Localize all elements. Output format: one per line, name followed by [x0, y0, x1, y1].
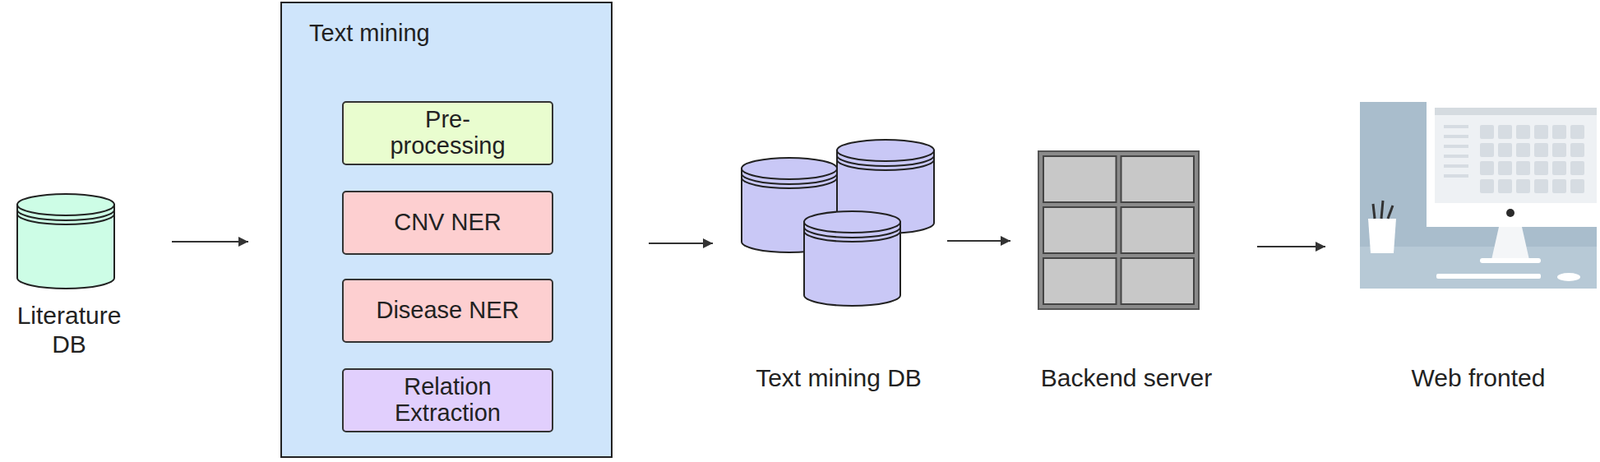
labelled-shape: Web fronted: [1359, 98, 1597, 399]
illustration-part: [1038, 151, 1199, 310]
server-grid: [1038, 151, 1199, 310]
illustration-part: [1043, 156, 1117, 203]
illustration-part: [1443, 124, 1469, 129]
illustration-part: [1534, 124, 1549, 139]
illustration-part: [1552, 161, 1567, 176]
illustration-part: [1498, 143, 1513, 158]
illustration-part: [1516, 124, 1531, 139]
illustration-part: [1443, 144, 1469, 148]
node-label: CNV NER: [393, 209, 502, 236]
illustration-part: [1516, 161, 1531, 176]
illustration-part: [1443, 134, 1469, 139]
node-label: Disease NER: [375, 297, 519, 324]
illustration-part: [1552, 143, 1567, 158]
process-box: CNV NER: [342, 190, 554, 255]
labelled-shape: Text mining DB: [731, 135, 946, 399]
node-label: Text mining DB: [731, 363, 946, 393]
node-label: Text mining: [309, 19, 431, 47]
illustration-part: [1498, 124, 1513, 139]
illustration-part: [804, 211, 901, 233]
node-label: Web fronted: [1359, 363, 1597, 393]
computer-illustration: [1359, 101, 1597, 289]
illustration-part: [1491, 226, 1530, 260]
illustration-part: [1381, 200, 1383, 219]
illustration-part: [1506, 208, 1515, 218]
illustration-part: [1498, 161, 1513, 176]
illustration-part: [1570, 143, 1585, 158]
illustration-part: [1121, 207, 1195, 254]
flow-arrow: [648, 242, 713, 245]
node-label: Relation Extraction: [378, 374, 518, 427]
flow-arrow: [171, 240, 249, 243]
process-box: Disease NER: [342, 278, 554, 343]
illustration-part: [1534, 161, 1549, 176]
illustration-part: [1570, 179, 1585, 194]
database-cylinder: [17, 194, 115, 289]
illustration-part: [1434, 107, 1597, 116]
node-label: Backend server: [1027, 363, 1226, 393]
illustration-part: [741, 157, 837, 180]
illustration-part: [1373, 203, 1375, 219]
illustration-part: [1121, 156, 1195, 203]
flow-arrow: [1257, 245, 1326, 248]
illustration-part: [1426, 101, 1597, 227]
illustration-part: [1516, 179, 1531, 194]
illustration-part: [1387, 205, 1393, 219]
illustration-part: [1479, 179, 1494, 194]
illustration-part: [836, 139, 935, 162]
illustration-part: [1359, 101, 1597, 289]
labelled-shape: Backend server: [1027, 135, 1226, 399]
illustration-part: [1043, 258, 1117, 305]
illustration-part: [1534, 143, 1549, 158]
illustration-part: [1043, 207, 1117, 254]
illustration-part: [1443, 174, 1469, 178]
illustration-part: [1479, 143, 1494, 158]
illustration-part: [1557, 272, 1581, 282]
illustration-part: [1443, 164, 1469, 168]
illustration-part: [1436, 273, 1541, 279]
node-label: Literature DB: [3, 300, 135, 359]
illustration-part: [17, 204, 115, 289]
labelled-shape: Literature DB: [3, 185, 135, 367]
illustration-part: [1443, 154, 1469, 158]
illustration-part: [1368, 218, 1397, 254]
illustration-part: [17, 194, 115, 216]
illustration-part: [1359, 246, 1597, 289]
illustration-part: [1479, 258, 1541, 264]
group-box: Text miningPre- processingCNV NER Disease…: [280, 1, 613, 458]
database-cylinders: [741, 139, 935, 306]
illustration-part: [1479, 124, 1494, 139]
illustration-part: [1552, 124, 1567, 139]
illustration-part: [804, 221, 901, 306]
illustration-part: [1534, 179, 1549, 194]
illustration-part: [1570, 161, 1585, 176]
illustration-part: [1434, 107, 1597, 204]
illustration-part: [1121, 258, 1195, 305]
illustration-part: [1498, 179, 1513, 194]
process-box: Pre- processing: [342, 101, 554, 166]
illustration-part: [1552, 179, 1567, 194]
process-box: Relation Extraction: [342, 368, 554, 433]
screen-tiles: [1443, 124, 1585, 194]
illustration-part: [1570, 124, 1585, 139]
flow-arrow: [947, 240, 1011, 242]
illustration-part: [1479, 161, 1494, 176]
node-label: Pre- processing: [378, 106, 518, 160]
illustration-part: [1516, 143, 1531, 158]
